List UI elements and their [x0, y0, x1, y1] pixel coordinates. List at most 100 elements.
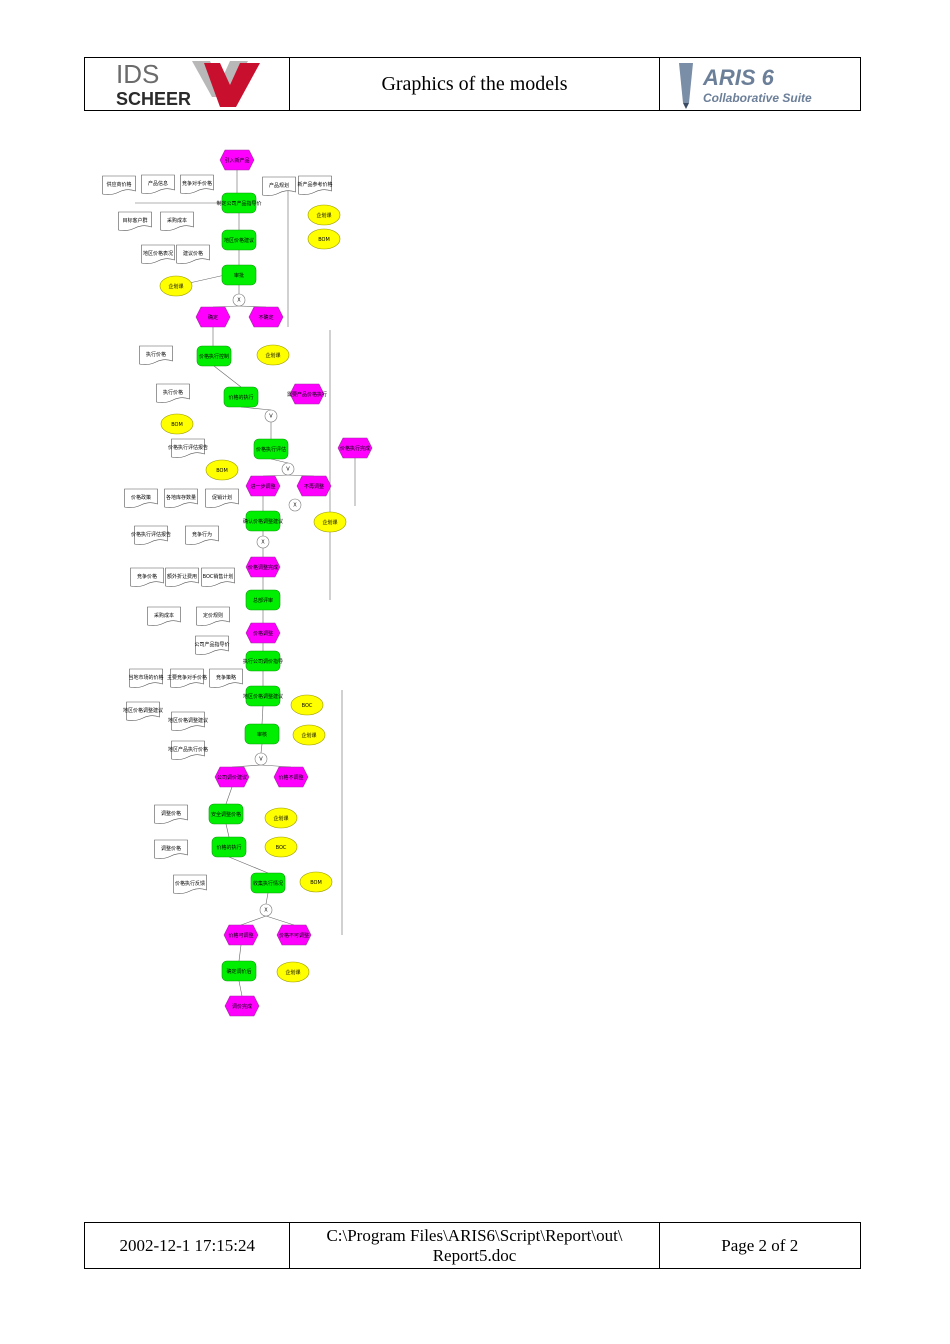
- document-label: 供应商价格: [106, 181, 131, 188]
- event-node: 确定: [195, 306, 231, 328]
- document-label: 执行价格: [163, 389, 183, 396]
- document-label: 竞争策略: [216, 674, 236, 681]
- function-shape: [221, 229, 257, 251]
- function-shape: [245, 589, 281, 611]
- function-shape: [244, 723, 280, 745]
- document-label: 当地市场的价格: [128, 674, 163, 681]
- logo-y-grey: [192, 61, 249, 97]
- org-unit-label: BOM: [171, 422, 183, 428]
- document-shape: [164, 488, 198, 508]
- function-node: 地区价格调整建议: [243, 685, 283, 707]
- logo-y-red: [204, 63, 261, 107]
- event-label: 不再调整: [304, 483, 324, 490]
- function-node: 价格执行评估: [253, 438, 289, 460]
- org-unit-label: 企划课: [285, 969, 300, 976]
- event-label: 价格不调整: [278, 774, 303, 781]
- document-node: 产品信息: [141, 174, 175, 194]
- function-shape: [221, 264, 257, 286]
- event-shape: [245, 556, 281, 578]
- document-node: 竞争价格: [130, 567, 164, 587]
- function-shape: [221, 192, 257, 214]
- function-shape: [196, 345, 232, 367]
- event-shape: [296, 475, 332, 497]
- event-shape: [289, 383, 325, 405]
- event-label: 确定: [208, 314, 218, 321]
- document-shape: [209, 668, 243, 688]
- connector-shape: [254, 752, 268, 766]
- org-unit-shape: [307, 228, 341, 250]
- function-label: 确定调价后: [226, 968, 251, 975]
- function-shape: [211, 836, 247, 858]
- page-header: IDS SCHEER Graphics of the models ARIS 6…: [84, 57, 861, 111]
- event-label: 价格调整: [253, 630, 273, 637]
- document-shape: [171, 438, 205, 458]
- function-label: 价格的执行: [228, 394, 253, 401]
- ids-scheer-logo-graphic: IDS SCHEER: [116, 59, 261, 109]
- document-shape: [141, 244, 175, 264]
- org-unit-node: BOC: [290, 694, 324, 716]
- document-label: 各地库存数量: [166, 494, 196, 501]
- event-node: 价格可调整: [223, 924, 259, 946]
- document-shape: [262, 176, 296, 196]
- function-node: 地区价格建议: [221, 229, 257, 251]
- event-shape: [337, 437, 373, 459]
- event-node: 价格调整: [245, 622, 281, 644]
- connection-line: [265, 915, 295, 926]
- function-shape: [250, 872, 286, 894]
- document-label: 地区价格调整建议: [123, 707, 163, 714]
- org-unit-label: BOC: [276, 845, 287, 851]
- document-shape: [173, 874, 207, 894]
- org-unit-node: 企划课: [264, 807, 298, 829]
- document-node: 当地市场的价格: [128, 668, 164, 688]
- org-unit-label: BOC: [302, 703, 313, 709]
- document-label: 价格执行反馈: [175, 880, 205, 887]
- event-node: 调价完成: [224, 995, 260, 1017]
- connection-line: [228, 856, 269, 874]
- event-label: 价格执行完成: [340, 445, 370, 452]
- aris-pen-tip-icon: [682, 103, 689, 109]
- document-shape: [185, 525, 219, 545]
- document-node: 执行价格: [156, 383, 190, 403]
- document-shape: [139, 345, 173, 365]
- document-shape: [134, 525, 168, 545]
- event-shape: [223, 924, 259, 946]
- org-unit-shape: [159, 275, 193, 297]
- document-label: 主要竞争对手价格: [167, 674, 207, 681]
- document-shape: [171, 711, 205, 731]
- document-shape: [195, 635, 229, 655]
- document-shape: [124, 488, 158, 508]
- connector-shape: [281, 462, 295, 476]
- event-shape: [245, 475, 281, 497]
- document-shape: [141, 174, 175, 194]
- document-shape: [170, 668, 204, 688]
- connector-node: V: [254, 752, 268, 766]
- document-node: 地区价格调整建议: [168, 711, 208, 731]
- document-label: 调整价格: [161, 845, 181, 852]
- function-label: 确认价格调整建议: [243, 518, 283, 525]
- document-shape: [160, 211, 194, 231]
- event-shape: [195, 306, 231, 328]
- event-node: 不确定: [248, 306, 284, 328]
- aris-subtitle-text: Collaborative Suite: [703, 91, 812, 105]
- document-node: 价格政策: [124, 488, 158, 508]
- function-shape: [253, 438, 289, 460]
- document-node: 竞争行为: [185, 525, 219, 545]
- document-node: 定价规则: [196, 606, 230, 626]
- report-path: C:\Program Files\ARIS6\Script\Report\out…: [290, 1223, 660, 1268]
- report-datetime: 2002-12-1 17:15:24: [85, 1223, 291, 1268]
- document-node: 新产品参考价格: [297, 175, 333, 195]
- document-shape: [201, 567, 235, 587]
- connection-line: [240, 406, 272, 411]
- connector-label: X: [264, 908, 268, 914]
- document-node: 地区产品执行价格: [168, 740, 208, 760]
- document-node: 调整价格: [154, 839, 188, 859]
- document-node: BOC销售计划: [201, 567, 235, 587]
- org-unit-shape: [299, 871, 333, 893]
- logo-scheer-text: SCHEER: [116, 89, 191, 109]
- event-shape: [245, 622, 281, 644]
- function-node: 确定调价后: [221, 960, 257, 982]
- document-shape: [171, 740, 205, 760]
- org-unit-node: 企划课: [292, 724, 326, 746]
- event-label: 价格不可调整: [279, 932, 309, 939]
